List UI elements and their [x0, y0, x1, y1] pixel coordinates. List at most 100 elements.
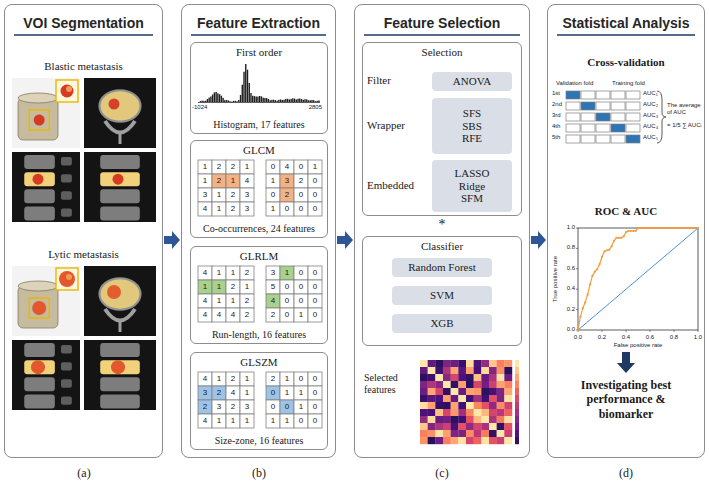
- title-underline-part: [364, 34, 520, 36]
- label-slot: ROC & AUC: [547, 205, 705, 218]
- correlation-heatmap-part: [428, 395, 436, 402]
- fold-diagram: [566, 91, 666, 143]
- label-slot: 1: [212, 202, 226, 216]
- label-slot: 0.0: [570, 334, 586, 341]
- matrix-cell: 1: [198, 160, 212, 174]
- correlation-heatmap-part: [420, 423, 428, 430]
- correlation-heatmap-part: [466, 437, 474, 444]
- matrix-cell: 1: [240, 280, 254, 294]
- correlation-heatmap-part: [451, 437, 459, 444]
- box-caption: Co-occurrences, 24 features: [203, 223, 315, 235]
- vertebra-render-part: [12, 78, 80, 148]
- correlation-heatmap-part: [435, 409, 443, 416]
- label-slot: 1: [266, 202, 280, 216]
- feature-matrix-part: [240, 414, 254, 428]
- matrix-cell: 2: [226, 400, 240, 414]
- ct-slice: [84, 78, 156, 148]
- feature-matrix-part: [280, 202, 294, 216]
- correlation-heatmap-part: [420, 360, 428, 367]
- label-slot: 0: [294, 280, 308, 294]
- feature-matrix-part: [266, 372, 280, 386]
- ct-slice-part: [100, 394, 140, 408]
- label-slot: 3: [198, 386, 212, 400]
- method-pill: SFS SBS RFE: [432, 98, 512, 154]
- feature-matrix-part: [240, 294, 254, 308]
- matrix-cell: 0: [266, 188, 280, 202]
- label-slot: 1: [226, 414, 240, 428]
- ct-slice-part: [100, 189, 140, 203]
- vertebra-render: [12, 266, 80, 336]
- histogram-part: [256, 97, 257, 102]
- correlation-heatmap-part: [474, 430, 482, 437]
- label-slot: 2: [226, 188, 240, 202]
- label-slot: 1: [198, 174, 212, 188]
- box-caption: Size-zone, 16 features: [215, 435, 304, 447]
- title-underline-part: [14, 34, 153, 36]
- correlation-heatmap-part: [458, 409, 466, 416]
- label-slot: AUC₁: [643, 90, 657, 97]
- panel-title: VOI Segmentation: [23, 15, 144, 31]
- roc-chart-part: [692, 227, 694, 229]
- matrix-cell: 0: [294, 414, 308, 428]
- matrix-cell: 1: [280, 414, 294, 428]
- matrix-cell: 1: [294, 386, 308, 400]
- ct-slice-part: [84, 78, 156, 148]
- title-underline-part: [191, 34, 326, 36]
- fold-diagram-part: [626, 91, 640, 99]
- histogram-part: [254, 96, 255, 102]
- feature-matrix-part: [240, 202, 254, 216]
- ct-slice-part: [105, 309, 135, 321]
- pill-text: LASSO Ridge SFM: [450, 167, 494, 205]
- correlation-heatmap-part: [451, 367, 459, 374]
- label-slot: 0: [266, 400, 280, 414]
- matrix-cell: 4: [198, 308, 212, 322]
- fold-diagram-part: [626, 102, 640, 110]
- label-slot: False positive rate: [588, 342, 688, 349]
- label-slot: 2: [226, 160, 240, 174]
- correlation-heatmap-part: [481, 388, 489, 395]
- correlation-heatmap-part: [515, 374, 519, 381]
- matrix-cell: 5: [266, 280, 280, 294]
- correlation-heatmap-part: [458, 388, 466, 395]
- matrix-cell: 1: [198, 174, 212, 188]
- correlation-heatmap-part: [515, 395, 519, 402]
- group-box: ClassifierRandom ForestSVMXGB: [362, 236, 522, 346]
- ct-slice-part: [100, 360, 140, 374]
- fold-diagram-part: [611, 124, 625, 132]
- feature-matrix-part: [212, 202, 226, 216]
- ct-slice: [84, 152, 156, 222]
- label-slot: 0.4: [618, 334, 634, 341]
- matrix-cell: 2: [212, 160, 226, 174]
- correlation-heatmap-part: [435, 437, 443, 444]
- label-slot: 0.4: [559, 285, 575, 292]
- feature-matrix-part: [226, 294, 240, 308]
- ct-slice-part: [61, 191, 72, 199]
- correlation-heatmap-part: [474, 402, 482, 409]
- label-slot: 0.2: [559, 306, 575, 313]
- matrix-cell: 0: [308, 280, 322, 294]
- label-slot: *: [432, 217, 452, 234]
- text-label: 0.8: [666, 334, 682, 341]
- correlation-heatmap-part: [481, 360, 489, 367]
- ct-slice-part: [101, 91, 140, 120]
- feature-matrix-part: [266, 160, 280, 174]
- feature-matrix-part: [198, 266, 212, 280]
- group-box: GLCMCo-occurrences, 24 features: [190, 140, 328, 238]
- feature-matrix-part: [198, 400, 212, 414]
- feature-matrix-part: [240, 308, 254, 322]
- correlation-heatmap-part: [504, 381, 512, 388]
- feature-matrix: [198, 266, 254, 322]
- correlation-heatmap-part: [451, 416, 459, 423]
- histogram-part: [278, 100, 279, 102]
- label-slot: 2: [294, 174, 308, 188]
- label-slot: 4: [280, 160, 294, 174]
- label-slot: 3: [240, 400, 254, 414]
- correlation-heatmap-part: [481, 374, 489, 381]
- text-label: AUC₂: [643, 101, 657, 108]
- matrix-cell: 1: [212, 372, 226, 386]
- matrix-cell: 4: [280, 160, 294, 174]
- ct-slice-part: [100, 172, 140, 186]
- correlation-heatmap-part: [489, 423, 497, 430]
- correlation-heatmap-part: [504, 430, 512, 437]
- matrix-cell: 0: [266, 160, 280, 174]
